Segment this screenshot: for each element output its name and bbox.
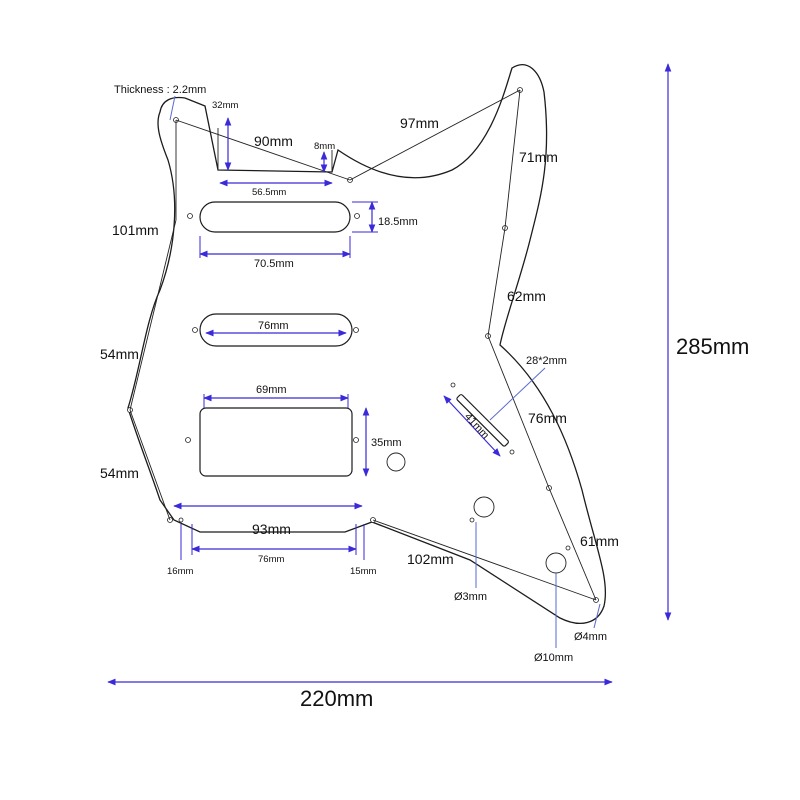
jack-knob-hole — [545, 552, 567, 574]
label-dia3mm: Ø3mm — [454, 591, 487, 603]
label-18-5mm: 18.5mm — [378, 216, 418, 228]
bridge-humbucker-cavity — [199, 407, 353, 477]
label-dia10mm: Ø10mm — [534, 652, 573, 664]
label-35mm: 35mm — [371, 437, 402, 449]
dim-41-line — [443, 395, 501, 457]
label-16mm: 16mm — [167, 566, 193, 577]
label-54mm-lower: 54mm — [100, 465, 139, 481]
label-32mm: 32mm — [212, 100, 238, 111]
thickness-label: Thickness : 2.2mm — [114, 84, 206, 96]
pickguard-outline — [127, 64, 607, 624]
reference-lines — [129, 89, 597, 601]
label-8mm: 8mm — [314, 141, 335, 152]
label-76mm-bottom: 76mm — [258, 554, 284, 565]
label-15mm: 15mm — [350, 566, 376, 577]
label-93mm: 93mm — [252, 521, 291, 537]
leader-lines — [169, 95, 601, 648]
label-101mm: 101mm — [112, 222, 159, 238]
label-220mm: 220mm — [300, 686, 373, 711]
volume-knob-hole — [386, 452, 406, 472]
label-76mm-top: 76mm — [258, 320, 289, 332]
label-70-5mm: 70.5mm — [254, 258, 294, 270]
label-102mm: 102mm — [407, 551, 454, 567]
label-285mm: 285mm — [676, 334, 749, 359]
label-dia4mm: Ø4mm — [574, 631, 607, 643]
label-69mm: 69mm — [256, 384, 287, 396]
label-90mm: 90mm — [254, 133, 293, 149]
label-28x2mm: 28*2mm — [526, 355, 567, 367]
label-97mm: 97mm — [400, 115, 439, 131]
label-61mm: 61mm — [580, 533, 619, 549]
label-71mm: 71mm — [519, 149, 558, 165]
label-54mm-upper: 54mm — [100, 346, 139, 362]
tone-knob-hole — [473, 496, 495, 518]
neck-pickup-cavity — [199, 201, 351, 233]
label-56-5mm: 56.5mm — [252, 187, 286, 198]
label-62mm: 62mm — [507, 288, 546, 304]
label-76mm-right: 76mm — [528, 410, 567, 426]
